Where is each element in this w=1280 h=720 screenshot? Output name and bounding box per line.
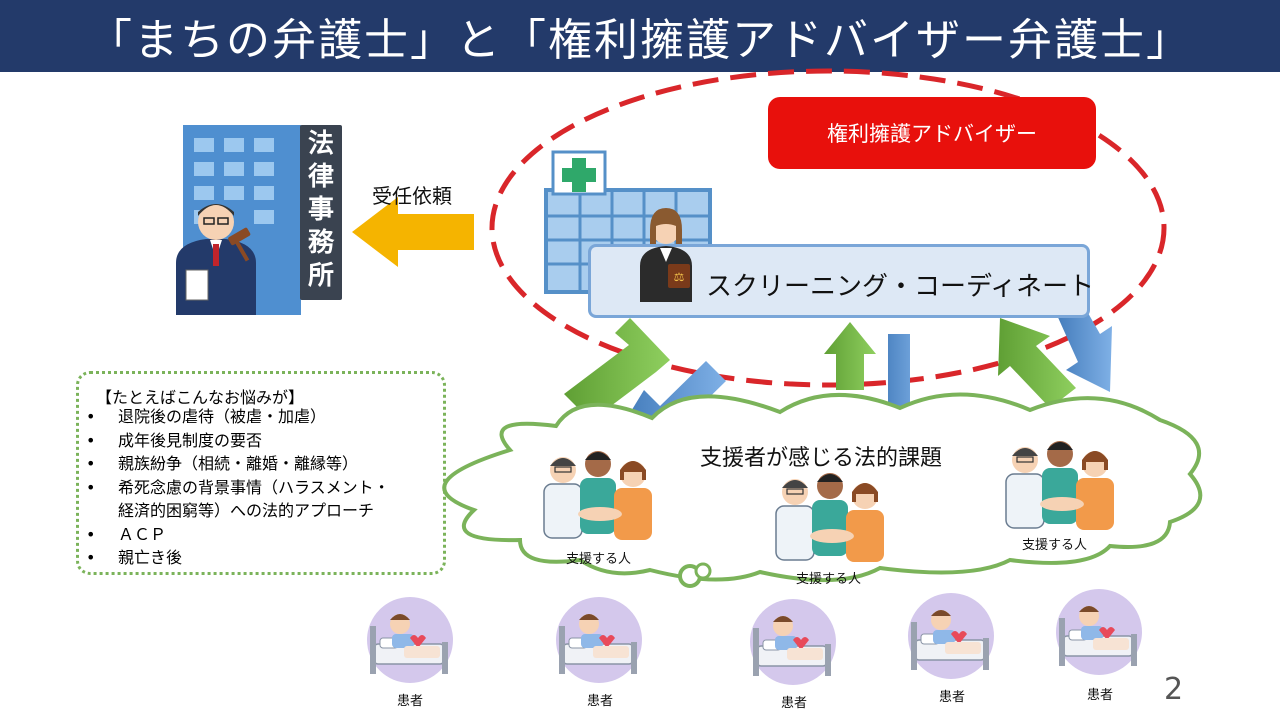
patient-label-3: 患者 — [781, 696, 808, 711]
patient-4 — [907, 592, 995, 680]
advisor-label: 権利擁護アドバイザー — [827, 122, 1037, 146]
supporter-label-right: 支援する人 — [1022, 538, 1088, 553]
patient-1 — [366, 596, 454, 684]
gavel-icon — [228, 227, 251, 262]
bullet: • — [86, 454, 96, 473]
patient-label-4: 患者 — [939, 690, 966, 705]
worry-item: •親亡き後 — [86, 546, 390, 570]
bullet: • — [86, 477, 96, 497]
worry-item: •ＡＣＰ — [86, 523, 390, 547]
worry-item: •親族紛争（相続・離婚・離縁等） — [86, 452, 390, 476]
screening-label: スクリーニング・コーディネート — [706, 272, 1095, 302]
worry-item: •退院後の虐待（被虐・加虐） — [86, 405, 390, 429]
worries-list: •退院後の虐待（被虐・加虐） •成年後見制度の要否 •親族紛争（相続・離婚・離縁… — [86, 405, 390, 570]
sign-char-4: 所 — [308, 261, 334, 291]
bullet: • — [86, 430, 96, 450]
patient-label-1: 患者 — [397, 694, 424, 709]
title-bar: 「まちの弁護士」と「権利擁護アドバイザー弁護士」 — [0, 0, 1280, 72]
green-arrow-center — [824, 322, 876, 390]
lawyer-figure — [176, 204, 256, 315]
advisor-lawyer-figure: ⚖ — [640, 208, 692, 302]
worries-box — [76, 371, 446, 575]
patient-2 — [555, 596, 643, 684]
patient-3 — [749, 598, 837, 686]
page-number: 2 — [1164, 672, 1184, 707]
sign-char-2: 事 — [308, 195, 334, 225]
request-label: 受任依頼 — [372, 184, 452, 208]
supporters-center — [775, 472, 885, 563]
worry-item: •成年後見制度の要否 — [86, 429, 390, 453]
dashed-circle — [489, 68, 1167, 388]
sign-char-1: 律 — [308, 162, 334, 192]
patient-5 — [1055, 588, 1143, 676]
supporters-right — [1005, 440, 1115, 531]
worry-item: •希死念慮の背景事情（ハラスメント・ — [86, 476, 390, 500]
slide-title: 「まちの弁護士」と「権利擁護アドバイザー弁護士」 — [88, 15, 1192, 66]
law-office-building-icon: 法 律 事 務 所 — [183, 125, 342, 315]
bullet: • — [86, 548, 96, 567]
bullet: • — [86, 524, 96, 544]
cloud-bubble-2 — [694, 562, 712, 580]
supporter-label-center: 支援する人 — [796, 572, 862, 587]
bullet: • — [86, 407, 96, 426]
cloud-label: 支援者が感じる法的課題 — [700, 446, 943, 471]
worry-item-continued: 経済的困窮等）への法的アプローチ — [118, 501, 375, 520]
advisor-box: 権利擁護アドバイザー — [768, 97, 1096, 169]
green-arrow-left — [564, 318, 670, 421]
patient-label-5: 患者 — [1087, 688, 1114, 703]
sign-char-0: 法 — [308, 129, 334, 159]
supporter-label-left: 支援する人 — [566, 552, 632, 567]
request-arrow — [352, 197, 474, 267]
patient-label-2: 患者 — [587, 694, 614, 709]
green-arrow-right — [998, 318, 1076, 408]
worries-heading: 【たとえばこんなお悩みが】 — [96, 388, 305, 407]
supporters-left — [543, 450, 653, 541]
sign-char-3: 務 — [308, 228, 335, 258]
svg-text:⚖: ⚖ — [674, 270, 685, 284]
